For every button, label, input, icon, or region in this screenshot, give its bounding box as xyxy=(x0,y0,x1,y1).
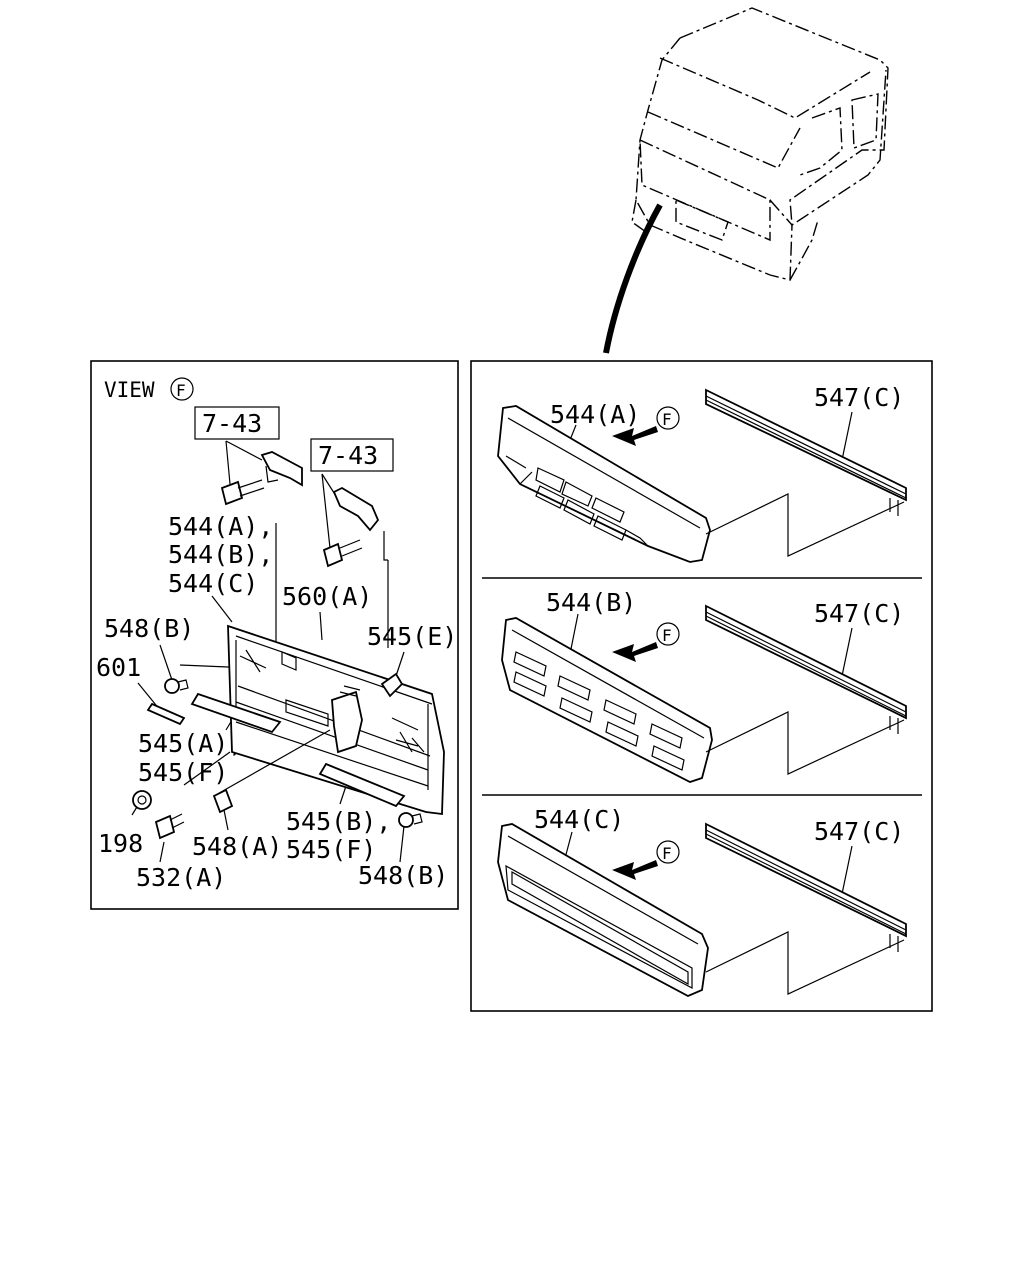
direction-f-icon-a xyxy=(656,406,680,430)
direction-f-icon-b xyxy=(656,622,680,646)
ref-box-1 xyxy=(194,406,280,440)
label-198: 198 xyxy=(98,829,143,858)
arrow-f-b xyxy=(612,642,658,662)
view-f-circle-icon xyxy=(170,377,194,401)
view-f-panel xyxy=(90,360,459,910)
label-532a: 532(A) xyxy=(136,863,226,892)
grille-label-544b: 544(B) xyxy=(546,588,636,617)
variant-b: 544(B) F 547(C) xyxy=(501,588,907,783)
arrow-f-a xyxy=(612,426,658,446)
cab-leader-line xyxy=(603,203,663,354)
direction-f-letter-b: F xyxy=(662,626,672,645)
trim-label-547c-a: 547(C) xyxy=(814,383,904,412)
ref-label-1: 7-43 xyxy=(202,409,262,438)
arrow-f-c xyxy=(612,860,658,880)
direction-f-letter-a: F xyxy=(662,410,672,429)
label-548b-top: 548(B) xyxy=(104,614,194,643)
direction-f-letter-c: F xyxy=(662,844,672,863)
direction-f-icon-c xyxy=(656,840,680,864)
view-label: VIEW xyxy=(104,378,155,402)
strip-545b xyxy=(318,762,406,808)
bolt-532a xyxy=(154,813,185,840)
fastener-548b-top xyxy=(164,678,189,694)
label-544b: 544(B), xyxy=(168,540,273,569)
label-560a: 560(A) xyxy=(282,582,372,611)
grille-544a xyxy=(497,405,711,563)
upper-bolt-left xyxy=(220,440,265,506)
label-545e: 545(E) xyxy=(367,622,457,651)
variant-a: 544(A) F 547(C) xyxy=(497,383,907,563)
upper-bolt-right xyxy=(321,473,363,568)
grille-back-view xyxy=(227,624,445,816)
grille-label-544c: 544(C) xyxy=(534,805,624,834)
label-545f-1: 545(F) xyxy=(138,758,228,787)
label-544c: 544(C) xyxy=(168,569,258,598)
strip-545a xyxy=(190,692,282,734)
upper-bracket-right xyxy=(332,486,380,532)
variant-c: 544(C) F 547(C) xyxy=(497,805,907,997)
clip-548a xyxy=(212,729,331,814)
upper-bracket-left xyxy=(260,451,303,487)
label-545b: 545(B), xyxy=(286,807,391,836)
ref-label-2: 7-43 xyxy=(318,441,378,470)
label-544a: 544(A), xyxy=(168,512,273,541)
label-545f-2: 545(F) xyxy=(286,835,376,864)
ref-box-2 xyxy=(310,438,394,472)
label-548a: 548(A) xyxy=(192,832,282,861)
grille-544c xyxy=(497,823,709,997)
fastener-548b-bottom xyxy=(398,812,423,828)
trim-label-547c-c: 547(C) xyxy=(814,817,904,846)
strip-601 xyxy=(146,702,186,726)
fastener-545e xyxy=(380,672,404,698)
label-548b-bottom: 548(B) xyxy=(358,861,448,890)
truck-cab-illustration xyxy=(631,7,889,281)
label-545a: 545(A), xyxy=(138,729,243,758)
variants-panel xyxy=(470,360,933,1012)
grille-label-544a: 544(A) xyxy=(550,400,640,429)
trim-label-547c-b: 547(C) xyxy=(814,599,904,628)
view-f-letter: F xyxy=(176,381,186,400)
label-601: 601 xyxy=(96,653,141,682)
nut-198 xyxy=(132,790,152,810)
